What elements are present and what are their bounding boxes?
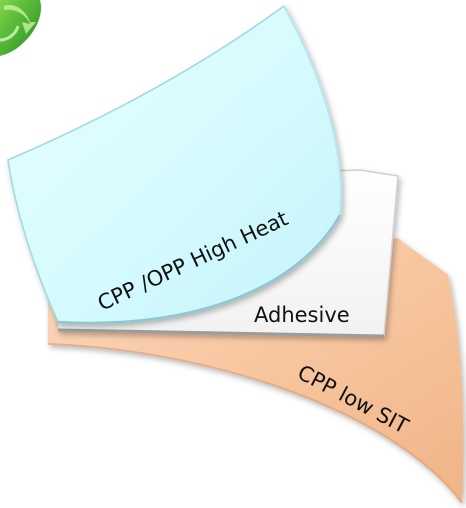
- layer-label-middle: Adhesive: [254, 303, 350, 327]
- layer-cpp-opp-high-heat: [7, 4, 343, 325]
- recycle-leaf-icon: [0, 0, 42, 56]
